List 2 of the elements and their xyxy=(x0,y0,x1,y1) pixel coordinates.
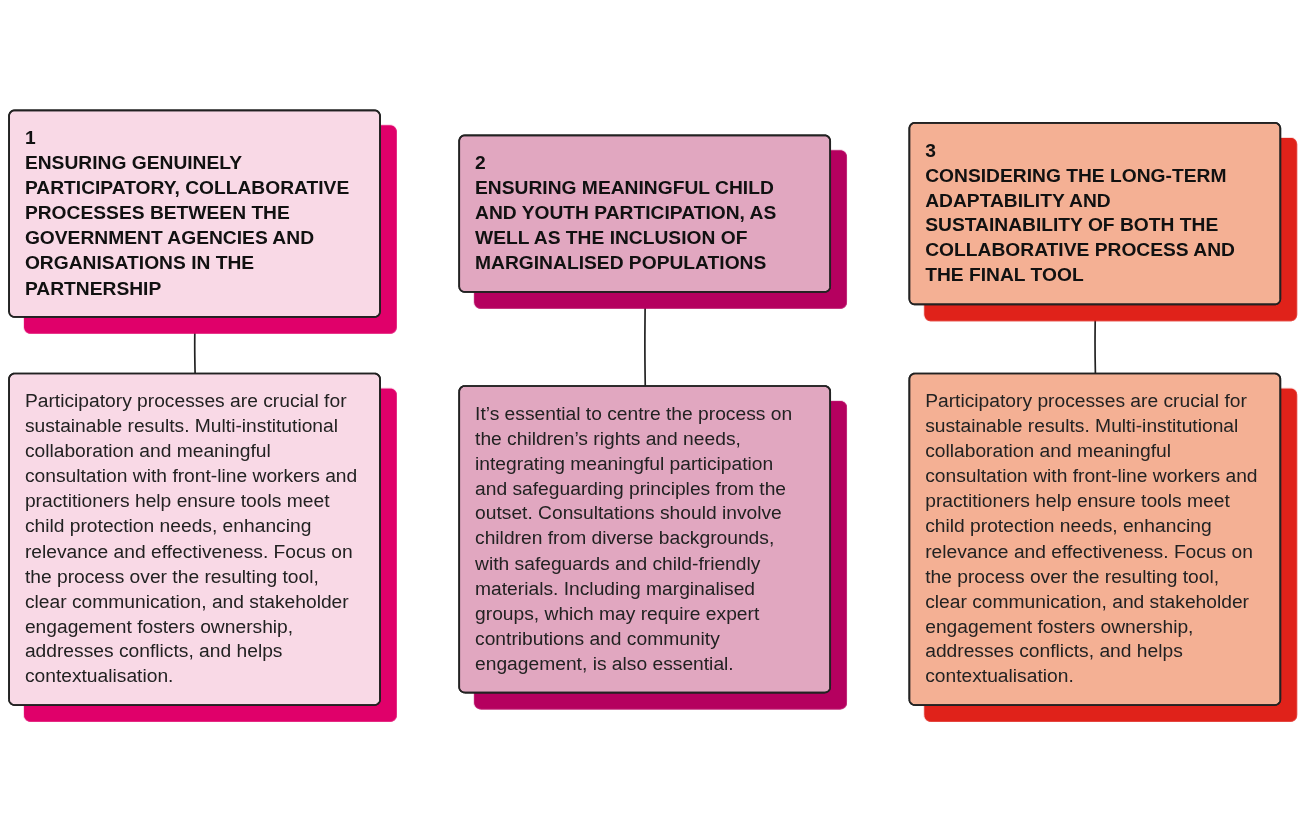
connector xyxy=(1094,304,1097,375)
connector xyxy=(193,316,196,375)
